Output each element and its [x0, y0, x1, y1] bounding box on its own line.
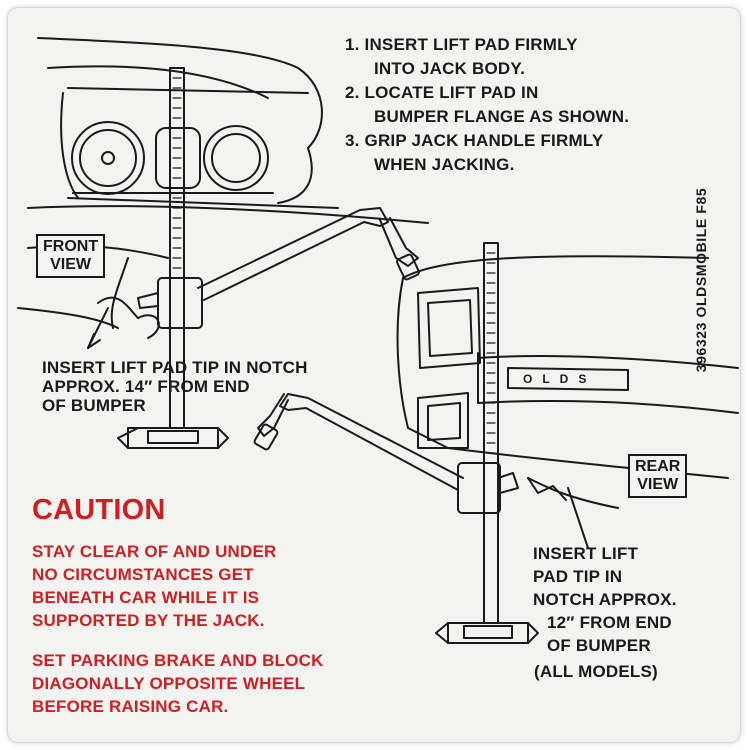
instruction-3-line1: GRIP JACK HANDLE FIRMLY [364, 131, 604, 150]
jack-illustration [17, 37, 739, 644]
caution-heading: CAUTION [32, 494, 166, 526]
instruction-3: 3. GRIP JACK HANDLE FIRMLY [345, 132, 603, 149]
caution-para2-line2: DIAGONALLY OPPOSITE WHEEL [32, 674, 306, 693]
instruction-1-line1: INSERT LIFT PAD FIRMLY [364, 35, 578, 54]
rear-leader-line [567, 487, 589, 549]
rear-note-line3: NOTCH APPROX. [533, 590, 677, 609]
front-view-line1: FRONT [43, 238, 99, 255]
instruction-2-line2: BUMPER FLANGE AS SHOWN. [374, 107, 630, 126]
rear-note-line5: OF BUMPER [547, 636, 651, 655]
rear-note-line2: PAD TIP IN [533, 567, 623, 586]
rear-models: (ALL MODELS) [534, 662, 658, 681]
caution-para1-line3: BENEATH CAR WHILE IT IS [32, 588, 260, 607]
rear-jack-drawing [253, 242, 539, 644]
caution-para1-line4: SUPPORTED BY THE JACK. [32, 611, 265, 630]
instruction-1-number: 1. [345, 35, 360, 54]
instruction-2-number: 2. [345, 83, 360, 102]
instruction-3-number: 3. [345, 131, 360, 150]
part-number: 396323 OLDSMOBILE F85 [693, 187, 709, 373]
jack-instruction-decal: 1. INSERT LIFT PAD FIRMLY INTO JACK BODY… [8, 8, 740, 742]
instruction-3-line2: WHEN JACKING. [374, 155, 515, 174]
front-jack-drawing [117, 67, 420, 449]
front-car-drawing [17, 37, 429, 339]
instruction-2: 2. LOCATE LIFT PAD IN [345, 84, 538, 101]
instruction-2-line1: LOCATE LIFT PAD IN [364, 83, 539, 102]
front-note-line3: OF BUMPER [42, 396, 146, 415]
rear-view-label: REAR VIEW [628, 454, 688, 498]
olds-emblem: OLDS [523, 372, 597, 386]
rear-note-line1: INSERT LIFT [533, 544, 639, 563]
caution-para1-line1: STAY CLEAR OF AND UNDER [32, 542, 277, 561]
instruction-1-line2: INTO JACK BODY. [374, 59, 525, 78]
front-view-line2: VIEW [50, 256, 91, 273]
caution-para2-line3: BEFORE RAISING CAR. [32, 697, 229, 716]
rear-car-drawing [396, 255, 739, 509]
front-leader-arrow [87, 333, 101, 349]
front-note-line2: APPROX. 14″ FROM END [42, 377, 250, 396]
rear-note-line4: 12″ FROM END [547, 613, 672, 632]
caution-para2-line1: SET PARKING BRAKE AND BLOCK [32, 651, 324, 670]
caution-para1-line2: NO CIRCUMSTANCES GET [32, 565, 254, 584]
rear-view-line1: REAR [635, 458, 681, 475]
front-view-label: FRONT VIEW [36, 234, 106, 278]
rear-view-line2: VIEW [637, 476, 679, 493]
front-note-line1: INSERT LIFT PAD TIP IN NOTCH [42, 358, 308, 377]
instruction-1: 1. INSERT LIFT PAD FIRMLY [345, 36, 578, 53]
